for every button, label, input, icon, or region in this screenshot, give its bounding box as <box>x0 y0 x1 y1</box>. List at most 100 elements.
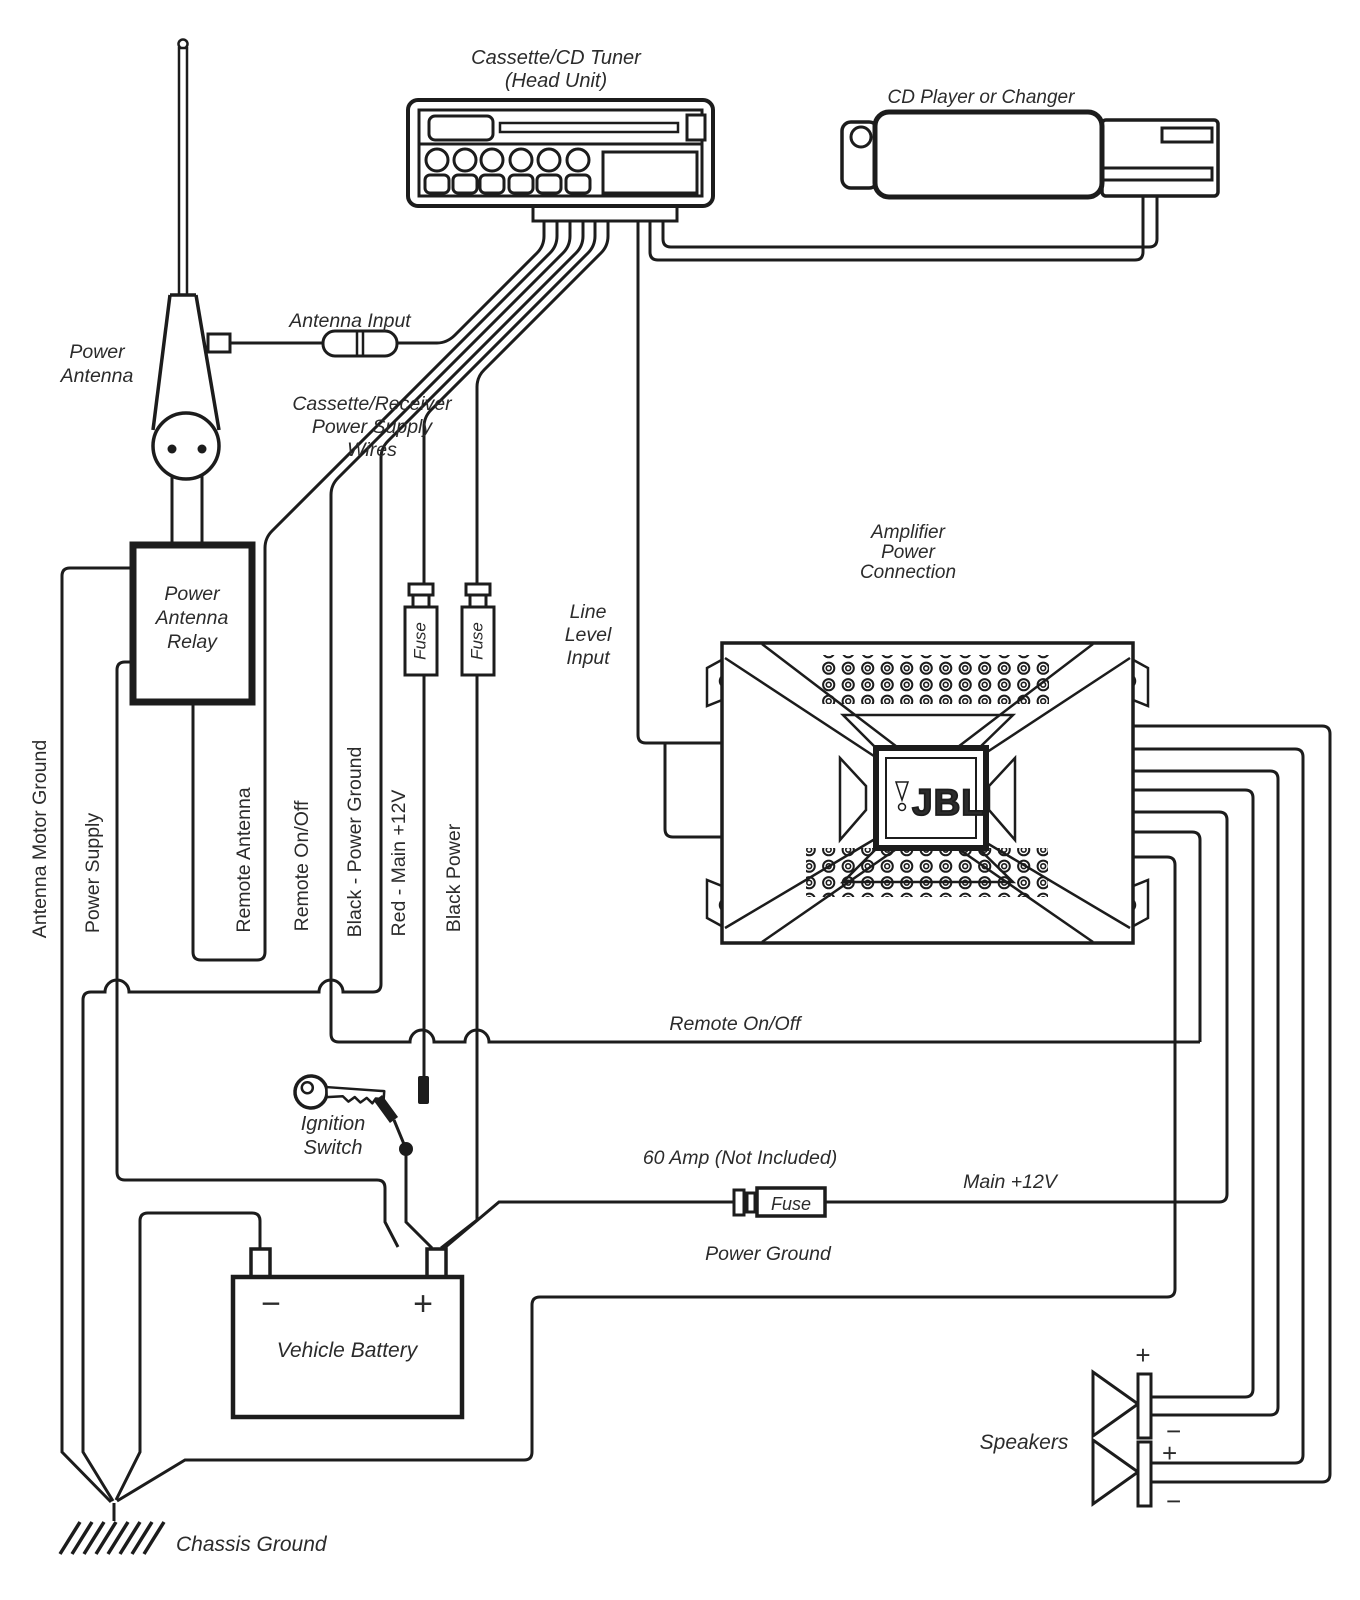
ground-symbol-icon <box>58 1521 166 1555</box>
wire-power-supply <box>115 660 400 1248</box>
head-unit-connector <box>531 204 679 223</box>
speaker-2-minus: − <box>1166 1486 1181 1516</box>
amplifier-label-3: Connection <box>860 562 956 583</box>
head-unit-label-2: (Head Unit) <box>505 70 607 92</box>
vertical-wire-labels: Antenna Motor Ground Power Supply Remote… <box>29 740 465 938</box>
fuse-1-body <box>403 605 439 677</box>
supply-wires-label-1: Cassette/Receiver <box>292 393 453 415</box>
vehicle-battery: − + Vehicle Battery <box>230 1247 465 1420</box>
battery-label: Vehicle Battery <box>277 1339 419 1362</box>
amplifier: Amplifier Power Connection J <box>705 522 1150 945</box>
speakers: + − + − Speakers <box>980 1340 1182 1516</box>
inline-fuse-label: Fuse <box>771 1194 811 1214</box>
speakers-label: Speakers <box>980 1431 1069 1454</box>
inline-fuse: 60 Amp (Not Included) Fuse <box>643 1147 837 1218</box>
amp-vents-top <box>817 655 1049 704</box>
wire-speaker2-minus <box>1133 724 1332 1484</box>
ignition-label-1: Ignition <box>301 1113 366 1135</box>
inline-fuse-neck <box>745 1191 757 1214</box>
ignition-pivot-dot <box>399 1142 413 1156</box>
fuse-2-cap-neck <box>468 593 488 609</box>
supply-wires-caption: Cassette/Receiver Power Supply Wires <box>292 393 453 461</box>
line-level-caption: Line Level Input <box>565 601 612 669</box>
supply-wires-label-2: Power Supply <box>312 416 434 438</box>
power-ground-label: Power Ground <box>705 1243 832 1265</box>
ignition-switch: Ignition Switch <box>293 1074 429 1159</box>
fuse-1: Fuse <box>403 582 439 677</box>
wire-line-level-1 <box>636 221 722 745</box>
amplifier-label-2: Power <box>881 542 936 563</box>
wire-speaker1-minus <box>1133 769 1280 1417</box>
wire-battery-minus-ground <box>114 1211 262 1501</box>
label-black-power-ground: Black - Power Ground <box>344 747 366 938</box>
head-unit-display-small <box>427 114 495 142</box>
cd-changer-body <box>872 109 1105 200</box>
antenna-side-tab <box>206 332 232 354</box>
wire-ignition-battery <box>404 1149 434 1250</box>
cd-changer: CD Player or Changer <box>840 87 1220 200</box>
wire-cd-changer-1 <box>648 196 1145 262</box>
key-icon <box>293 1074 386 1110</box>
battery-post-minus <box>249 1247 272 1279</box>
label-power-supply: Power Supply <box>82 813 104 934</box>
fuse-2: Fuse <box>460 582 496 677</box>
fuse-2-cap-top <box>464 582 492 597</box>
battery-plus-sign: + <box>413 1285 433 1323</box>
line-level-label-3: Input <box>566 647 611 669</box>
head-unit-knobs <box>424 147 591 173</box>
inline-fuse-cap <box>732 1188 746 1217</box>
remote-onoff-run-label: Remote On/Off <box>669 1013 803 1035</box>
antenna-input-pill <box>321 329 399 358</box>
line-level-label-1: Line <box>570 601 607 623</box>
amp-vents-bottom <box>806 848 1048 897</box>
head-unit-display-main <box>601 150 699 195</box>
antenna-input-label: Antenna Input <box>288 310 412 332</box>
wire-antenna-motor-ground <box>60 566 133 1504</box>
power-antenna-label-2: Antenna <box>60 365 134 387</box>
chassis-ground-label: Chassis Ground <box>176 1533 328 1556</box>
label-antenna-motor-ground: Antenna Motor Ground <box>29 740 51 938</box>
fuse-1-cap-top <box>407 582 435 597</box>
speaker-2-plus: + <box>1162 1438 1177 1468</box>
cd-changer-slot <box>1101 166 1214 182</box>
wire-main-12v-right <box>825 810 1229 1204</box>
fuse-2-label: Fuse <box>467 622 486 660</box>
wire-speaker2-plus <box>1133 747 1305 1465</box>
fuse-1-cap-neck <box>411 593 431 609</box>
relay-box <box>129 541 256 706</box>
relay-label-2: Antenna <box>155 607 229 629</box>
speaker-1-plus: + <box>1135 1340 1150 1370</box>
relay-label-3: Relay <box>167 631 218 653</box>
ignition-label-2: Switch <box>304 1137 363 1159</box>
speaker-2-icon <box>1091 1437 1153 1508</box>
wire-remote-amp-drop <box>1133 830 1202 1042</box>
power-antenna-label-1: Power <box>69 341 126 363</box>
wire-antenna-input <box>230 221 546 345</box>
head-unit-buttons <box>423 173 592 195</box>
jbl-exclamation-icon <box>894 781 910 803</box>
wire-remote-onoff <box>329 221 1200 1044</box>
inline-fuse-body <box>755 1186 827 1218</box>
ignition-contact-fixed <box>418 1076 429 1104</box>
antenna-base <box>151 411 221 481</box>
supply-wires-label-3: Wires <box>347 439 397 461</box>
fuse-1-label: Fuse <box>410 622 429 660</box>
fuse-2-body <box>460 605 496 677</box>
jbl-logo: JBL <box>912 782 985 823</box>
label-remote-onoff: Remote On/Off <box>291 800 313 931</box>
battery-minus-sign: − <box>261 1285 281 1323</box>
head-unit-eject-button <box>685 113 707 142</box>
ignition-contact-blade-tip <box>373 1095 399 1123</box>
relay-label-1: Power <box>164 583 221 605</box>
head-unit-cd-slot <box>498 121 680 134</box>
wire-speaker1-plus <box>1133 788 1255 1399</box>
label-red-main-12v: Red - Main +12V <box>388 790 410 937</box>
main-12v-label: Main +12V <box>963 1171 1059 1193</box>
antenna-mast <box>177 46 189 297</box>
battery-post-plus <box>425 1247 448 1279</box>
wire-red-main-12v <box>422 221 597 1076</box>
speaker-1-minus: − <box>1166 1416 1181 1446</box>
wire-remote-antenna <box>191 221 559 962</box>
cd-changer-tab-hole <box>849 125 873 149</box>
